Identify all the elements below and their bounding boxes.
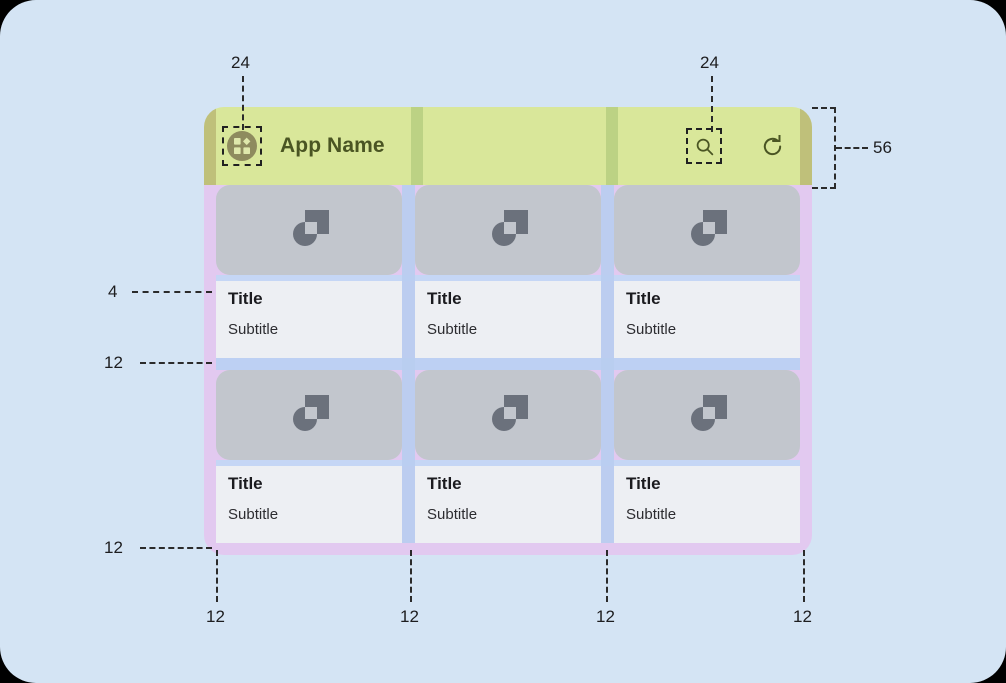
- annotation-column-gap-2: 12: [596, 607, 615, 626]
- card-image: [415, 370, 601, 460]
- image-placeholder-icon: [293, 395, 329, 431]
- card-image: [614, 370, 800, 460]
- card-title: Title: [228, 474, 263, 493]
- image-placeholder-icon: [492, 395, 528, 431]
- annotation-search-touch-target: 24: [700, 53, 719, 72]
- card-image: [216, 185, 402, 275]
- image-placeholder-icon: [691, 395, 727, 431]
- app-bar: App Name: [204, 107, 812, 185]
- image-placeholder-icon: [691, 210, 727, 246]
- card-grid: Title Subtitle Title Subtitle: [216, 185, 800, 543]
- card-title: Title: [427, 474, 462, 493]
- column-gap-overlay-1: [402, 185, 415, 543]
- search-button-touch-target[interactable]: [686, 128, 722, 164]
- appbar-left-padding-overlay: [204, 107, 216, 185]
- appbar-column-gap-overlay-1: [411, 107, 423, 185]
- grid-dashboard-icon: [227, 131, 257, 161]
- card-subtitle: Subtitle: [626, 506, 677, 523]
- leader-line-right-padding: [803, 550, 805, 602]
- card-title: Title: [626, 289, 661, 308]
- leader-line-search: [711, 76, 713, 132]
- annotation-column-gap-1: 12: [400, 607, 419, 626]
- card-text: Title Subtitle: [415, 279, 601, 358]
- card[interactable]: Title Subtitle: [216, 370, 402, 543]
- annotation-image-title-gap: 4: [108, 282, 118, 301]
- annotation-row-gap: 12: [104, 353, 123, 372]
- refresh-button[interactable]: [756, 130, 788, 162]
- image-title-gap-overlay-row1: [216, 275, 800, 281]
- card-text: Title Subtitle: [216, 464, 402, 543]
- card[interactable]: Title Subtitle: [415, 185, 601, 358]
- leader-line-left-padding: [216, 550, 218, 602]
- appbar-column-gap-overlay-2: [606, 107, 618, 185]
- leader-line-bottom-padding: [140, 547, 212, 549]
- annotation-appbar-height: 56: [873, 138, 892, 157]
- appbar-height-bracket: [812, 107, 836, 189]
- leader-line-column-gap-1: [410, 550, 412, 602]
- leader-line-appbar-height: [836, 147, 868, 149]
- leader-line-menu: [242, 76, 244, 130]
- card[interactable]: Title Subtitle: [614, 370, 800, 543]
- card-image: [415, 185, 601, 275]
- image-placeholder-icon: [492, 210, 528, 246]
- menu-button-touch-target[interactable]: [222, 126, 262, 166]
- card-subtitle: Subtitle: [228, 506, 279, 523]
- card-image: [614, 185, 800, 275]
- card-subtitle: Subtitle: [427, 321, 478, 338]
- appbar-right-padding-overlay: [800, 107, 812, 185]
- app-title: App Name: [280, 134, 385, 157]
- card-title: Title: [427, 289, 462, 308]
- card-text: Title Subtitle: [614, 464, 800, 543]
- image-title-gap-overlay-row2: [216, 460, 800, 466]
- card[interactable]: Title Subtitle: [216, 185, 402, 358]
- app-bar-content: App Name: [204, 107, 812, 185]
- annotation-right-padding: 12: [793, 607, 812, 626]
- column-gap-overlay-2: [601, 185, 614, 543]
- leader-line-column-gap-2: [606, 550, 608, 602]
- card-grid-row: Title Subtitle Title Subtitle: [216, 185, 800, 358]
- annotation-bottom-padding: 12: [104, 538, 123, 557]
- card-subtitle: Subtitle: [626, 321, 677, 338]
- search-icon: [696, 138, 713, 155]
- card[interactable]: Title Subtitle: [415, 370, 601, 543]
- refresh-icon: [763, 134, 781, 155]
- card-text: Title Subtitle: [216, 279, 402, 358]
- annotation-menu-touch-target: 24: [231, 53, 250, 72]
- card-text: Title Subtitle: [614, 279, 800, 358]
- leader-line-row-gap: [140, 362, 212, 364]
- card[interactable]: Title Subtitle: [614, 185, 800, 358]
- annotation-left-padding: 12: [206, 607, 225, 626]
- leader-line-image-title-gap: [132, 291, 212, 293]
- app-layout-frame: App Name: [204, 107, 812, 555]
- card-subtitle: Subtitle: [427, 506, 478, 523]
- card-title: Title: [626, 474, 661, 493]
- card-grid-row: Title Subtitle Title Subtitle: [216, 370, 800, 543]
- card-image: [216, 370, 402, 460]
- card-title: Title: [228, 289, 263, 308]
- row-gap-overlay: [216, 358, 800, 370]
- image-placeholder-icon: [293, 210, 329, 246]
- card-text: Title Subtitle: [415, 464, 601, 543]
- card-subtitle: Subtitle: [228, 321, 279, 338]
